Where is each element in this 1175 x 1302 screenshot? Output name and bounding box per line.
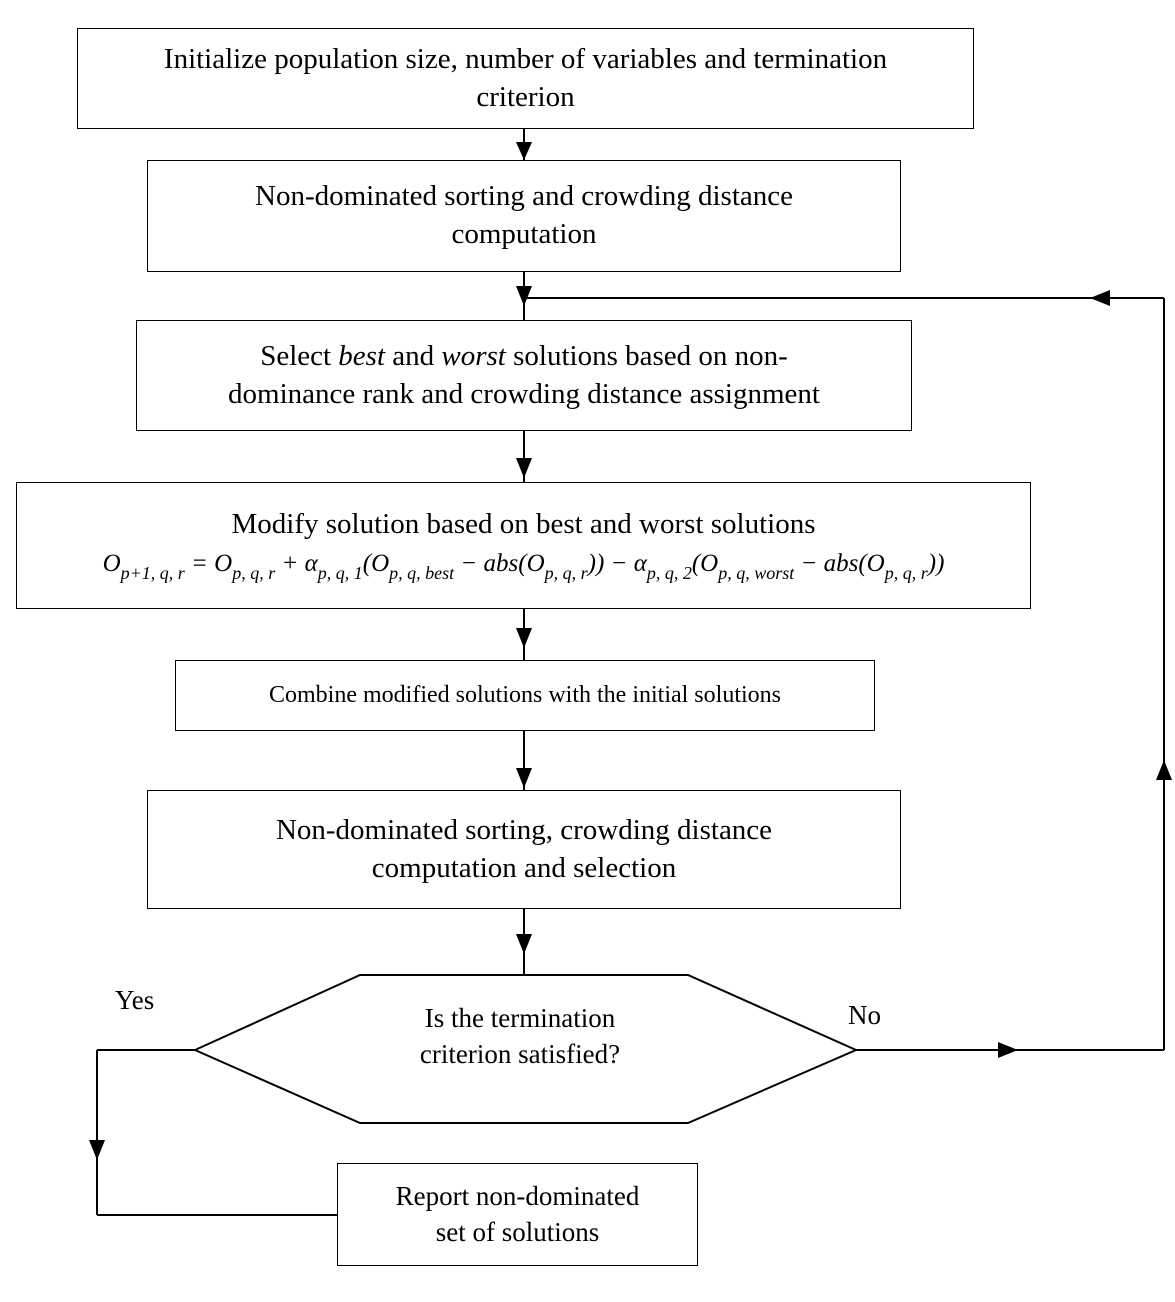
select-text-worst: worst — [441, 339, 506, 372]
select-text-best: best — [338, 339, 386, 372]
step-initialize: Initialize population size, number of va… — [77, 28, 974, 129]
step-report-line1: Report non-dominated — [395, 1181, 640, 1212]
decision-line1: Is the termination — [424, 1003, 616, 1033]
step-combine-solutions: Combine modified solutions with the init… — [175, 660, 875, 731]
step-sort2-line1: Non-dominated sorting, crowding distance — [275, 813, 773, 846]
step-combine-text: Combine modified solutions with the init… — [269, 681, 781, 708]
decision-line2: criterion satisfied? — [419, 1039, 621, 1070]
select-text-pre: Select — [260, 339, 339, 372]
yes-label: Yes — [115, 985, 155, 1015]
step-report-solutions: Report non-dominated set of solutions — [337, 1163, 698, 1266]
step-sort1-line1: Non-dominated sorting and crowding dista… — [255, 180, 793, 213]
decision-text: Is the termination criterion satisfied? — [300, 1000, 740, 1073]
step-select-line1: Select best and worst solutions based on… — [260, 338, 788, 376]
update-formula: Op+1, q, r = Op, q, r + αp, q, 1(Op, q, … — [102, 549, 945, 583]
step-non-dominated-sorting: Non-dominated sorting and crowding dista… — [147, 160, 901, 272]
step-report-line2: set of solutions — [435, 1216, 600, 1247]
no-label: No — [848, 1000, 881, 1030]
step-modify-solution: Modify solution based on best and worst … — [16, 482, 1031, 609]
step-select-best-worst: Select best and worst solutions based on… — [136, 320, 912, 431]
step-initialize-line1: Initialize population size, number of va… — [163, 42, 888, 75]
select-text-post: solutions based on non- — [505, 339, 788, 372]
step-sort2-line2: computation and selection — [371, 851, 677, 884]
step-initialize-line2: criterion — [476, 80, 575, 113]
step-select-line2: dominance rank and crowding distance ass… — [228, 377, 820, 410]
step-sorting-and-selection: Non-dominated sorting, crowding distance… — [147, 790, 901, 909]
select-text-mid: and — [385, 339, 442, 372]
step-sort1-line2: computation — [451, 218, 597, 250]
step-modify-line1: Modify solution based on best and worst … — [231, 507, 816, 540]
